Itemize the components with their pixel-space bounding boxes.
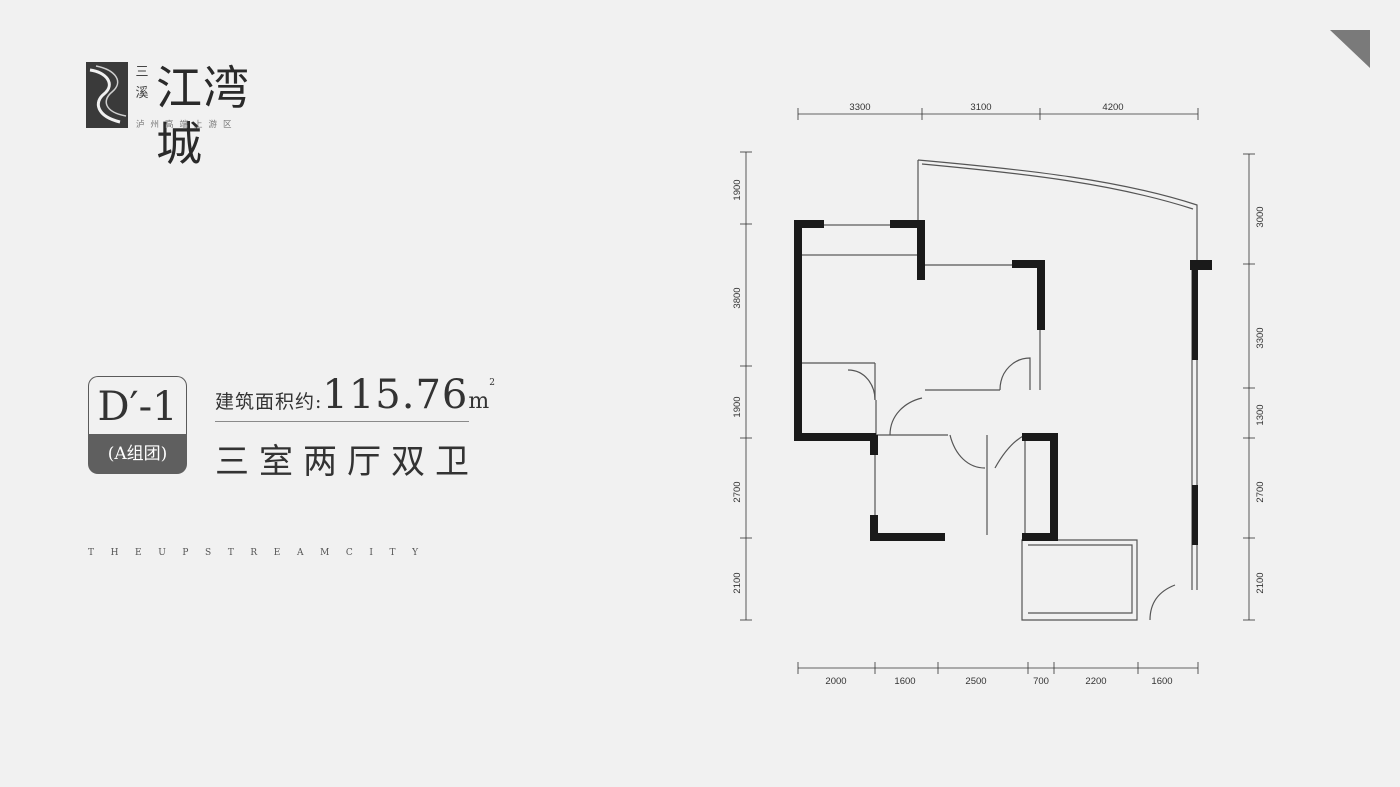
dim-top-2: 3100 xyxy=(970,102,991,113)
brand-logo: 三溪 江湾城 泸州高端上游区 xyxy=(86,60,286,171)
dim-bottom-3: 2500 xyxy=(965,676,986,687)
floor-plan: 3300 3100 4200 2000 1600 2500 700 2200 1… xyxy=(732,102,1266,687)
floor-plan-walls xyxy=(794,220,1212,545)
dim-left-5: 2100 xyxy=(732,572,743,593)
corner-triangle-mark xyxy=(1330,30,1370,68)
dim-bottom-6: 1600 xyxy=(1151,676,1172,687)
dim-bottom-5: 2200 xyxy=(1085,676,1106,687)
floor-plan-drawing xyxy=(799,159,1198,621)
logo-slogan: 泸州高端上游区 xyxy=(136,119,238,129)
dim-left-4: 2700 xyxy=(732,481,743,502)
dim-top-3: 4200 xyxy=(1102,102,1123,113)
logo-prefix: 三溪 xyxy=(135,65,149,101)
dim-right-5: 2100 xyxy=(1255,572,1266,593)
dim-bottom-4: 700 xyxy=(1033,676,1049,687)
divider xyxy=(215,421,469,422)
dimension-lines xyxy=(740,108,1255,674)
unit-code: D′-1 xyxy=(88,376,187,434)
dim-left-1: 1900 xyxy=(732,179,743,200)
dim-left-2: 3800 xyxy=(732,287,743,308)
dim-right-4: 2700 xyxy=(1255,481,1266,502)
logo-emblem-icon xyxy=(86,62,128,128)
logo-name: 江湾城 xyxy=(156,61,250,171)
area-unit: m2 xyxy=(468,378,495,414)
dim-bottom-2: 1600 xyxy=(894,676,915,687)
dim-bottom-1: 2000 xyxy=(825,676,846,687)
dim-right-2: 3300 xyxy=(1255,327,1266,348)
dim-left-3: 1900 xyxy=(732,396,743,417)
area-label: 建筑面积约: xyxy=(215,391,323,413)
dimension-labels: 3300 3100 4200 2000 1600 2500 700 2200 1… xyxy=(732,102,1266,687)
area-unit-sup: 2 xyxy=(489,378,495,388)
unit-badge: D′-1 (A组团) xyxy=(88,376,187,474)
area-value: 115.76 xyxy=(322,372,469,418)
unit-group: (A组团) xyxy=(88,434,187,474)
layout-label: 三室两厅双卫 xyxy=(215,442,479,482)
area-row: 建筑面积约:115.76m2 xyxy=(215,372,495,422)
dim-right-1: 3000 xyxy=(1255,206,1266,227)
area-unit-m: m xyxy=(468,389,490,414)
dim-top-1: 3300 xyxy=(849,102,870,113)
dim-right-3: 1300 xyxy=(1255,404,1266,425)
tagline: THEUPSTREAMCITY xyxy=(88,548,435,558)
